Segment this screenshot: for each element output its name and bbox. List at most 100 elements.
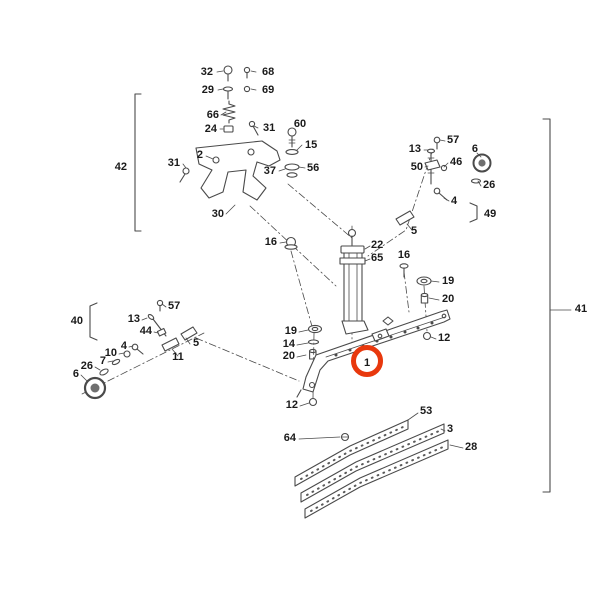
part-label-12-30: 12 [438, 332, 450, 344]
part-label-15-9: 15 [305, 139, 317, 151]
washer-26-left [99, 368, 109, 376]
part-label-6-19: 6 [472, 143, 478, 155]
top-bracket-assembly [179, 65, 300, 201]
part-label-66-4: 66 [207, 109, 219, 121]
part-label-13-15: 13 [409, 143, 421, 155]
part-label-31-11: 31 [168, 157, 180, 169]
arm-mount-plate [371, 328, 390, 342]
column-base-plate [341, 320, 369, 335]
washer-29 [222, 86, 234, 92]
part-label-13-38: 13 [128, 313, 140, 325]
part-label-57-37: 57 [168, 300, 180, 312]
part-label-12-35: 12 [286, 399, 298, 411]
part-label-40-36: 40 [71, 315, 83, 327]
part-label-68-1: 68 [262, 66, 274, 78]
right-upper-parts [395, 136, 492, 226]
part-label-42-10: 42 [115, 161, 127, 173]
part-label-60-7: 60 [294, 118, 306, 130]
bottom-strips [294, 419, 449, 519]
part-label-46-18: 46 [450, 156, 462, 168]
part-label-30-14: 30 [212, 208, 224, 220]
part-label-3-49: 3 [447, 423, 453, 435]
part-label-26-45: 26 [81, 360, 93, 372]
highlight-circle-part-1 [351, 345, 383, 377]
part-label-19-28: 19 [442, 275, 454, 287]
part-label-37-12: 37 [264, 165, 276, 177]
washer-15 [285, 149, 299, 155]
part-label-49-22: 49 [484, 208, 496, 220]
part-label-24-5: 24 [205, 123, 218, 135]
part-label-4-21: 4 [451, 195, 458, 207]
screw-31-right [248, 120, 256, 128]
part-label-69-3: 69 [262, 84, 274, 96]
mid-fasteners [284, 236, 432, 407]
part-label-6-46: 6 [73, 368, 79, 380]
part-label-53-47: 53 [420, 405, 432, 417]
part-label-16-24: 16 [265, 236, 277, 248]
screw-68 [243, 66, 251, 74]
washer-37 [284, 163, 300, 171]
left-lower-assembly [83, 299, 198, 400]
pin-5-left [180, 326, 198, 341]
part-label-26-20: 26 [483, 179, 495, 191]
part-label-29-2: 29 [202, 84, 214, 96]
part-label-7-43: 7 [100, 355, 106, 367]
part-label-57-16: 57 [447, 134, 459, 146]
part-label-20-29: 20 [442, 293, 454, 305]
screw-31-left [182, 167, 190, 175]
screw-13-right [426, 148, 436, 154]
nut-12-left [308, 397, 318, 407]
spacer-10 [123, 350, 131, 358]
part-label-20-33: 20 [283, 350, 295, 362]
main-arm-part-1 [296, 309, 451, 398]
nut-12-right [422, 331, 432, 341]
screw-69 [243, 85, 251, 93]
part-label-16-27: 16 [398, 249, 410, 261]
bracket-40 [89, 302, 98, 341]
bolt-4-right [433, 187, 441, 195]
part-label-4-40: 4 [121, 340, 128, 352]
washer-7 [111, 358, 121, 366]
part-label-41-51: 41 [575, 303, 587, 315]
part-label-22-25: 22 [371, 239, 383, 251]
part-label-65-26: 65 [371, 252, 383, 264]
part-label-5-41: 5 [193, 337, 199, 349]
column-assembly [339, 225, 369, 349]
part-label-5-23: 5 [411, 225, 417, 237]
spring-66 [222, 100, 236, 124]
part-label-19-31: 19 [285, 325, 297, 337]
clip-50 [424, 159, 441, 171]
pin-5-right [395, 210, 415, 226]
clip-44 [156, 327, 167, 337]
link-11 [161, 337, 180, 352]
part-label-11-44: 11 [172, 351, 184, 363]
part-label-64-48: 64 [284, 432, 297, 444]
bolt-32 [223, 65, 233, 75]
part-label-32-0: 32 [201, 66, 213, 78]
clamp-65 [339, 257, 366, 265]
washer-56 [286, 172, 298, 178]
range-brackets [89, 93, 572, 493]
part-label-10-42: 10 [105, 347, 117, 359]
bracket-41 [542, 118, 551, 493]
screw-57-left [156, 299, 164, 307]
part-label-14-32: 14 [283, 338, 296, 350]
bracket-42 [134, 93, 142, 232]
nut-24 [223, 125, 234, 133]
part-label-2-8: 2 [197, 149, 203, 161]
bolt-4-left [131, 343, 139, 351]
part-label-50-17: 50 [411, 161, 423, 173]
bracket-49 [469, 202, 478, 223]
arm-diamond-tab [382, 316, 394, 326]
bracket-plate-2 [195, 140, 281, 201]
strip-53 [294, 419, 409, 487]
part-label-44-39: 44 [140, 325, 153, 337]
part-label-28-50: 28 [465, 441, 477, 453]
nut-46 [440, 164, 448, 172]
part-label-31-6: 31 [263, 122, 275, 134]
screw-57-right [433, 136, 441, 144]
part-label-1-34: 1 [364, 357, 370, 369]
